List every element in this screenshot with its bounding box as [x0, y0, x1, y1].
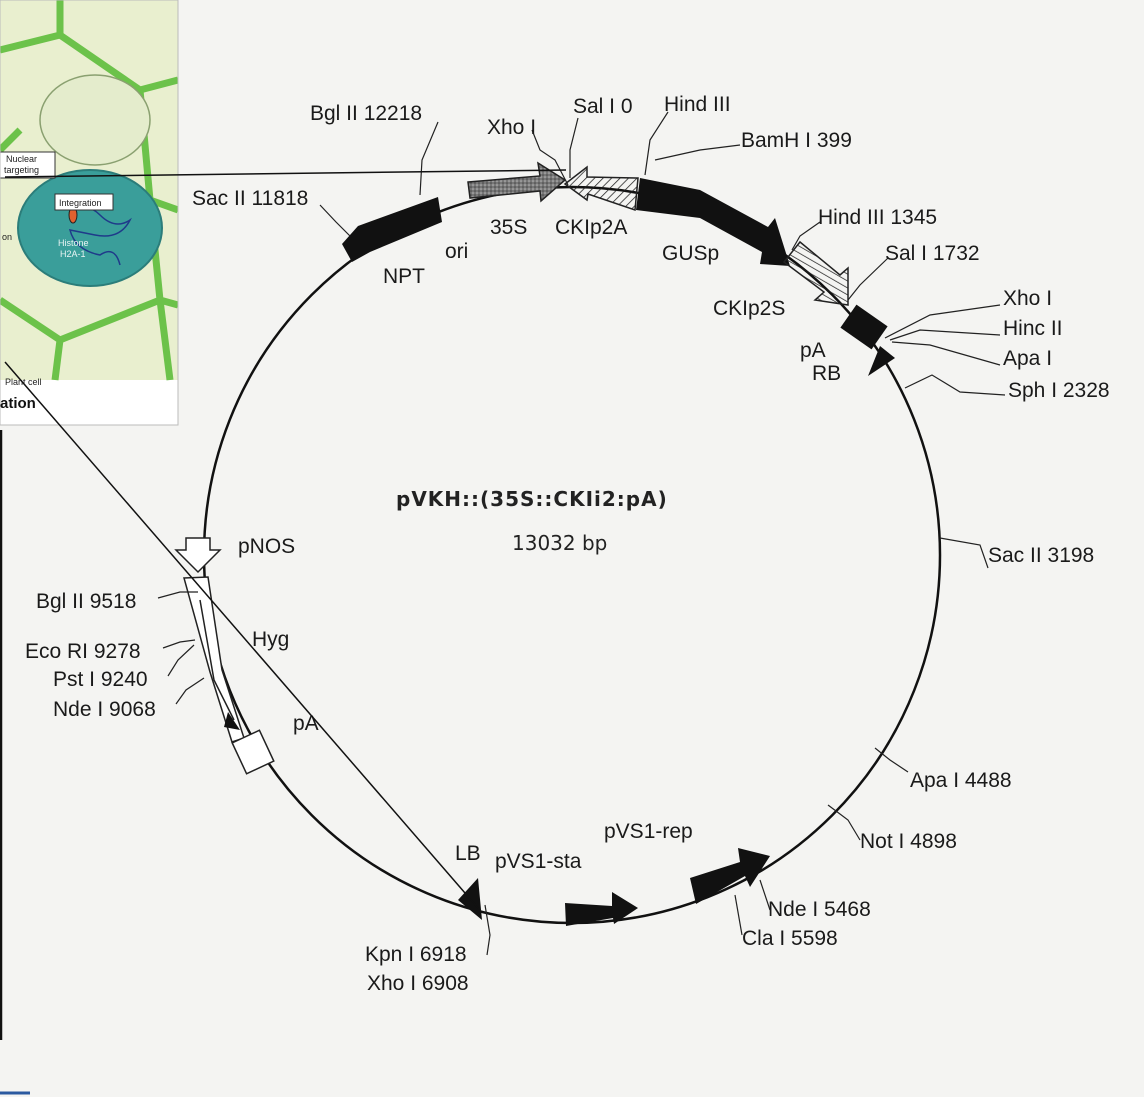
callout-line-diagonal [4, 361, 479, 909]
inset-caption: ation [0, 395, 36, 412]
site-sac11818: Sac II 11818 [192, 187, 308, 210]
site-apa4488: Apa I 4488 [910, 769, 1012, 792]
rb-border-triangle [868, 346, 895, 376]
site-pst9240: Pst I 9240 [53, 668, 148, 691]
rb-label: RB [812, 362, 841, 385]
pvs1-sta-label: pVS1-sta [495, 850, 582, 873]
chromatin [68, 206, 132, 266]
pnos-arrow [174, 537, 222, 574]
histone-label-2: H2A-1 [60, 249, 86, 259]
nuclear-label-2: targeting [4, 165, 39, 175]
site-apa-right: Apa I [1003, 347, 1052, 370]
site-bgl12218: Bgl II 12218 [310, 102, 422, 125]
ckip2s-arrow [782, 240, 849, 306]
lb-label: LB [455, 842, 481, 865]
hyg-label: Hyg [252, 628, 289, 651]
site-bgl9518: Bgl II 9518 [36, 590, 136, 613]
site-nde5468: Nde I 5468 [768, 898, 871, 921]
site-xho-right: Xho I [1003, 287, 1052, 310]
plasmid-size: 13032 bp [512, 531, 607, 555]
pa-left-box [231, 729, 275, 775]
site-sal1732: Sal I 1732 [885, 242, 980, 265]
site-hinc: Hinc II [1003, 317, 1063, 340]
pa-top-box [840, 304, 888, 350]
site-xho6908: Xho I 6908 [367, 972, 469, 995]
vacuole [39, 74, 151, 166]
callout-line-top [4, 169, 567, 178]
hyg-arrowhead [224, 712, 240, 730]
npt-label: NPT [383, 265, 425, 288]
site-leader-lines [157, 111, 1006, 956]
site-bamh399: BamH I 399 [741, 129, 852, 152]
ckip2a-label: CKIp2A [555, 216, 627, 239]
site-kpn6918: Kpn I 6918 [365, 943, 467, 966]
pnos-label: pNOS [238, 535, 295, 558]
gusp-label: GUSp [662, 242, 719, 265]
site-sph2328: Sph I 2328 [1008, 379, 1110, 402]
ckip2s-label: CKIp2S [713, 297, 785, 320]
site-xho-top: Xho I [487, 116, 536, 139]
site-eco9278: Eco RI 9278 [25, 640, 141, 663]
site-not4898: Not I 4898 [860, 830, 957, 853]
nuclear-label-1: Nuclear [6, 154, 37, 164]
pvs1-sta-arrow [565, 892, 638, 926]
integration-label: Integration [59, 198, 102, 208]
pvs1-rep-label: pVS1-rep [604, 820, 693, 843]
site-hind-top: Hind III [664, 93, 731, 116]
site-cla5598: Cla I 5598 [742, 927, 838, 950]
cell-inset: Nuclear targeting Integration Histone H2… [0, 0, 178, 425]
nucleus [17, 169, 163, 287]
35s-promoter-arrow [467, 161, 567, 203]
site-nde9068: Nde I 9068 [53, 698, 156, 721]
inset-fragment-text: on [2, 232, 12, 242]
hyg-direction [199, 599, 235, 721]
site-sal0: Sal I 0 [573, 95, 633, 118]
ori-label: ori [445, 240, 468, 263]
pvs1-rep-arrow [690, 848, 770, 904]
plasmid-name: pVKH::(35S::CKIi2:pA) [396, 487, 668, 511]
site-hind1345: Hind III 1345 [818, 206, 937, 229]
pa-top-label: pA [800, 339, 826, 362]
npt-arrow [342, 197, 442, 262]
histone-label-1: Histone [58, 238, 89, 248]
35s-label: 35S [490, 216, 527, 239]
pa-left-label: pA [293, 712, 319, 735]
ckip2a-arrow [563, 165, 639, 212]
gusp-arrow [636, 178, 790, 266]
hyg-arrow [183, 576, 245, 743]
site-sac3198: Sac II 3198 [988, 544, 1094, 567]
